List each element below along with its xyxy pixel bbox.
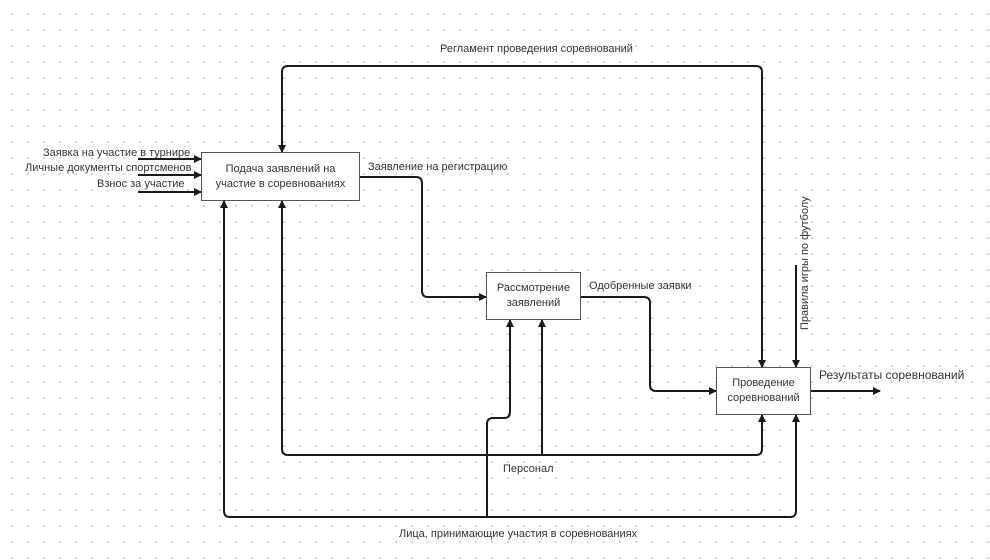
flow-arrow-registration [360, 176, 487, 301]
function-box-label: Подача заявлений на участие в соревнован… [215, 162, 346, 190]
output-label-results: Результаты соревнований [819, 368, 965, 382]
function-box-submit-applications[interactable]: Подача заявлений на участие в соревнован… [201, 152, 360, 201]
control-label-rules: Правила игры по футболу [799, 196, 811, 330]
mechanism-arrow-staff [278, 200, 542, 456]
input-label-fee: Взнос за участие [97, 178, 185, 190]
mechanism-arrow-participants-to-box2 [486, 319, 514, 517]
mechanism-arrow-staff-to-box3 [542, 414, 766, 456]
function-box-label: Проведение соревнований [727, 377, 800, 404]
flow-label-approved: Одобренные заявки [589, 280, 692, 292]
mechanism-label-participants: Лица, принимающие участия в соревнования… [399, 528, 638, 540]
input-label-documents: Личные документы спортсменов [25, 162, 192, 174]
control-label-regulation: Регламент проведения соревнований [440, 43, 633, 55]
function-box-label: Рассмотрение заявлений [496, 282, 571, 309]
input-label-application: Заявка на участие в турнире [43, 147, 191, 159]
mechanism-arrow-participants [220, 200, 487, 518]
flow-arrow-approved [581, 296, 717, 395]
flow-label-registration: Заявление на регистрацию [368, 161, 508, 173]
function-box-hold-competition[interactable]: Проведение соревнований [716, 367, 811, 415]
function-box-review-applications[interactable]: Рассмотрение заявлений [486, 272, 581, 320]
control-arrow-regulation-to-box1 [278, 65, 763, 362]
mechanism-arrow-participants-to-box3 [487, 414, 800, 518]
mechanism-label-staff: Персонал [503, 463, 554, 475]
